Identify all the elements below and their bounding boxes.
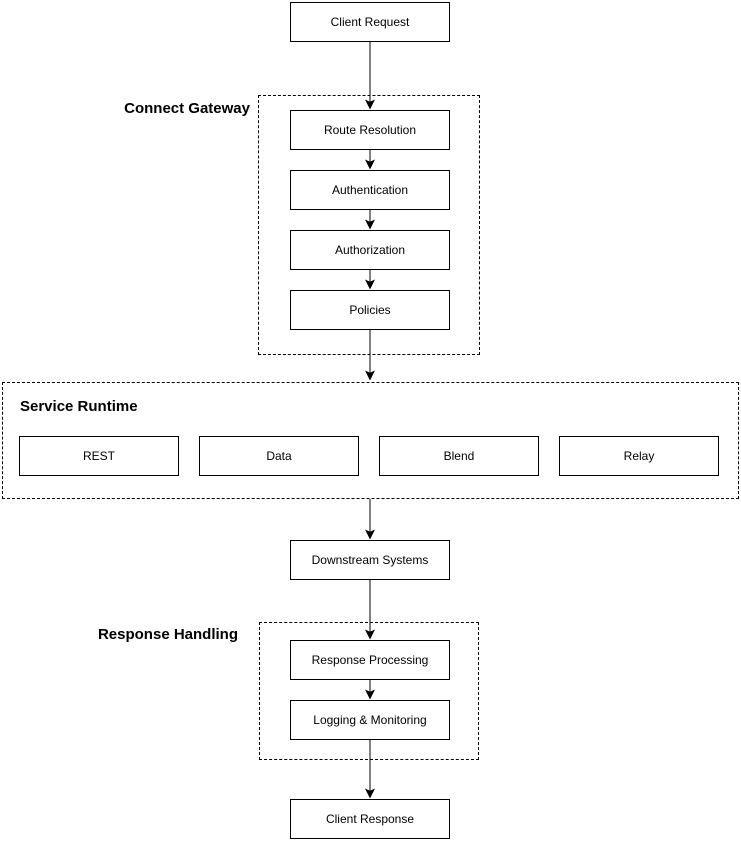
- node-blend: Blend: [379, 436, 539, 476]
- node-policies-label: Policies: [349, 302, 391, 317]
- node-client-response: Client Response: [290, 799, 450, 839]
- group-connect-gateway: [258, 95, 480, 355]
- node-rest-label: REST: [82, 448, 115, 463]
- node-authorization-label: Authorization: [334, 242, 406, 257]
- node-authentication-label: Authentication: [331, 182, 409, 197]
- node-downstream-systems: Downstream Systems: [290, 540, 450, 580]
- node-data: Data: [199, 436, 359, 476]
- node-policies: Policies: [290, 290, 450, 330]
- node-route-resolution: Route Resolution: [290, 110, 450, 150]
- node-logging-monitoring-label: Logging & Monitoring: [313, 712, 427, 727]
- group-response-handling: [259, 622, 479, 760]
- group-label-response-handling: Response Handling: [97, 626, 238, 643]
- node-downstream-systems-label: Downstream Systems: [311, 552, 429, 567]
- group-label-connect-gateway: Connect Gateway: [124, 100, 250, 117]
- node-authentication: Authentication: [290, 170, 450, 210]
- node-response-processing: Response Processing: [290, 640, 450, 680]
- node-rest: REST: [19, 436, 179, 476]
- node-client-response-label: Client Response: [325, 811, 415, 826]
- node-logging-monitoring: Logging & Monitoring: [290, 700, 450, 740]
- group-label-service-runtime: Service Runtime: [20, 398, 138, 415]
- node-authorization: Authorization: [290, 230, 450, 270]
- group-service-runtime: [2, 382, 739, 499]
- node-blend-label: Blend: [443, 448, 475, 463]
- node-relay-label: Relay: [623, 448, 655, 463]
- node-route-resolution-label: Route Resolution: [323, 122, 417, 137]
- node-response-processing-label: Response Processing: [311, 652, 429, 667]
- node-data-label: Data: [266, 448, 292, 463]
- node-relay: Relay: [559, 436, 719, 476]
- node-client-request: Client Request: [290, 2, 450, 42]
- node-client-request-label: Client Request: [330, 14, 410, 29]
